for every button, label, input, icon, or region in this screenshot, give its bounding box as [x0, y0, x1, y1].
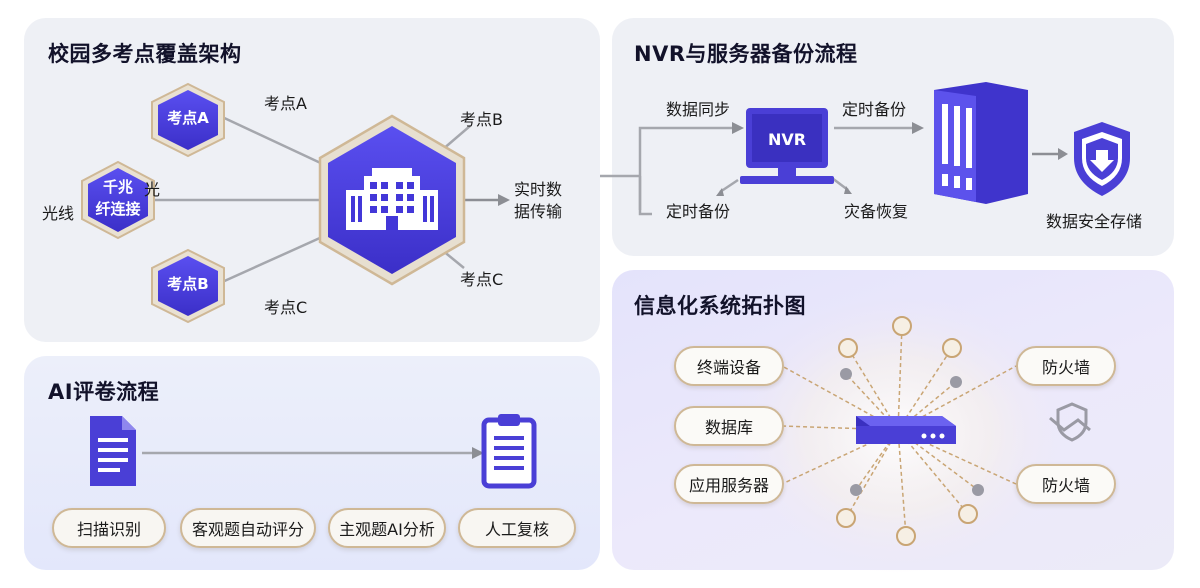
output-label-line2: 据传输 [514, 202, 563, 221]
network-switch-icon [856, 416, 956, 444]
document-icon [90, 416, 136, 486]
restore-arrow-head [716, 188, 724, 196]
route-label-site-c-bottom: 考点C [264, 298, 308, 317]
server-to-shield-arrow-head [1058, 148, 1068, 160]
ai-flow-arrow-head [472, 447, 484, 459]
sync-arrow-head [732, 122, 744, 134]
secure-storage-label: 数据安全存储 [1046, 212, 1143, 231]
link-a-route [224, 112, 322, 156]
disaster-recovery-label: 灾备恢复 [844, 202, 909, 221]
hex-exam-site-a [151, 82, 225, 158]
fiber-right-label: 光 [144, 180, 161, 199]
firewall-shield-icon [1049, 402, 1091, 442]
clipboard-icon [481, 414, 537, 489]
ai-step-review: 人工复核 [458, 508, 576, 548]
topology-nodes [836, 316, 984, 546]
sync-label: 数据同步 [666, 100, 731, 119]
topo-node-firewall-top: 防火墙 [1016, 346, 1116, 386]
hex-a-label: 考点A [167, 109, 209, 127]
campus-diagram [81, 82, 510, 324]
building-icon [346, 168, 438, 230]
fiber-left-label: 光线 [42, 204, 75, 223]
output-label-line1: 实时数 [514, 180, 563, 199]
route-label-site-a: 考点A [264, 94, 307, 113]
ai-grading-panel: AI评卷流程 扫描识别 客观题自动评分 主观题AI分析 人工复核 [24, 356, 600, 570]
ai-flow-diagram [90, 414, 537, 489]
topology-panel-title: 信息化系统拓扑图 [634, 294, 806, 318]
hex-gigabit-fiber [81, 160, 155, 240]
timed-backup-label-top: 定时备份 [842, 100, 907, 119]
topo-node-firewall-bottom: 防火墙 [1016, 464, 1116, 504]
timed-backup-label-bottom: 定时备份 [666, 202, 731, 221]
nvr-diagram [600, 82, 1130, 216]
ai-step-subjective: 主观题AI分析 [328, 508, 446, 548]
nvr-backup-panel: NVR与服务器备份流程 [600, 18, 1174, 256]
route-label-site-c-right: 考点C [460, 270, 504, 289]
ai-panel-title: AI评卷流程 [48, 380, 160, 404]
topology-panel: 信息化系统拓扑图 [612, 270, 1174, 574]
topo-node-app-server: 应用服务器 [674, 464, 784, 504]
campus-panel-title: 校园多考点覆盖架构 [48, 42, 242, 66]
ai-step-objective: 客观题自动评分 [180, 508, 316, 548]
ai-step-scan: 扫描识别 [52, 508, 166, 548]
restore-arrow-line [719, 178, 739, 194]
topo-node-database: 数据库 [674, 406, 784, 446]
link-center-to-b [441, 125, 471, 151]
route-label-site-b: 考点B [460, 110, 503, 129]
hex-exam-site-b [151, 248, 225, 324]
server-rack-icon [934, 82, 1028, 204]
recovery-arrow-head [844, 186, 852, 194]
output-arrow-head [498, 194, 510, 206]
campus-architecture-panel: 校园多考点覆盖架构 [24, 18, 600, 342]
recovery-arrow-line [831, 177, 849, 191]
hex-fiber-label-line2: 纤连接 [95, 200, 141, 218]
hex-b-label: 考点B [167, 275, 209, 293]
topology-diagram [728, 294, 1091, 574]
nvr-monitor-icon [740, 108, 834, 184]
nvr-bottom-path [638, 176, 652, 216]
nvr-panel-title: NVR与服务器备份流程 [634, 42, 858, 66]
hex-fiber-label-line1: 千兆 [102, 178, 133, 196]
shield-icon [1074, 122, 1130, 196]
nvr-to-server-arrow-head [912, 122, 924, 134]
nvr-device-label: NVR [767, 130, 807, 149]
topo-node-terminal: 终端设备 [674, 346, 784, 386]
